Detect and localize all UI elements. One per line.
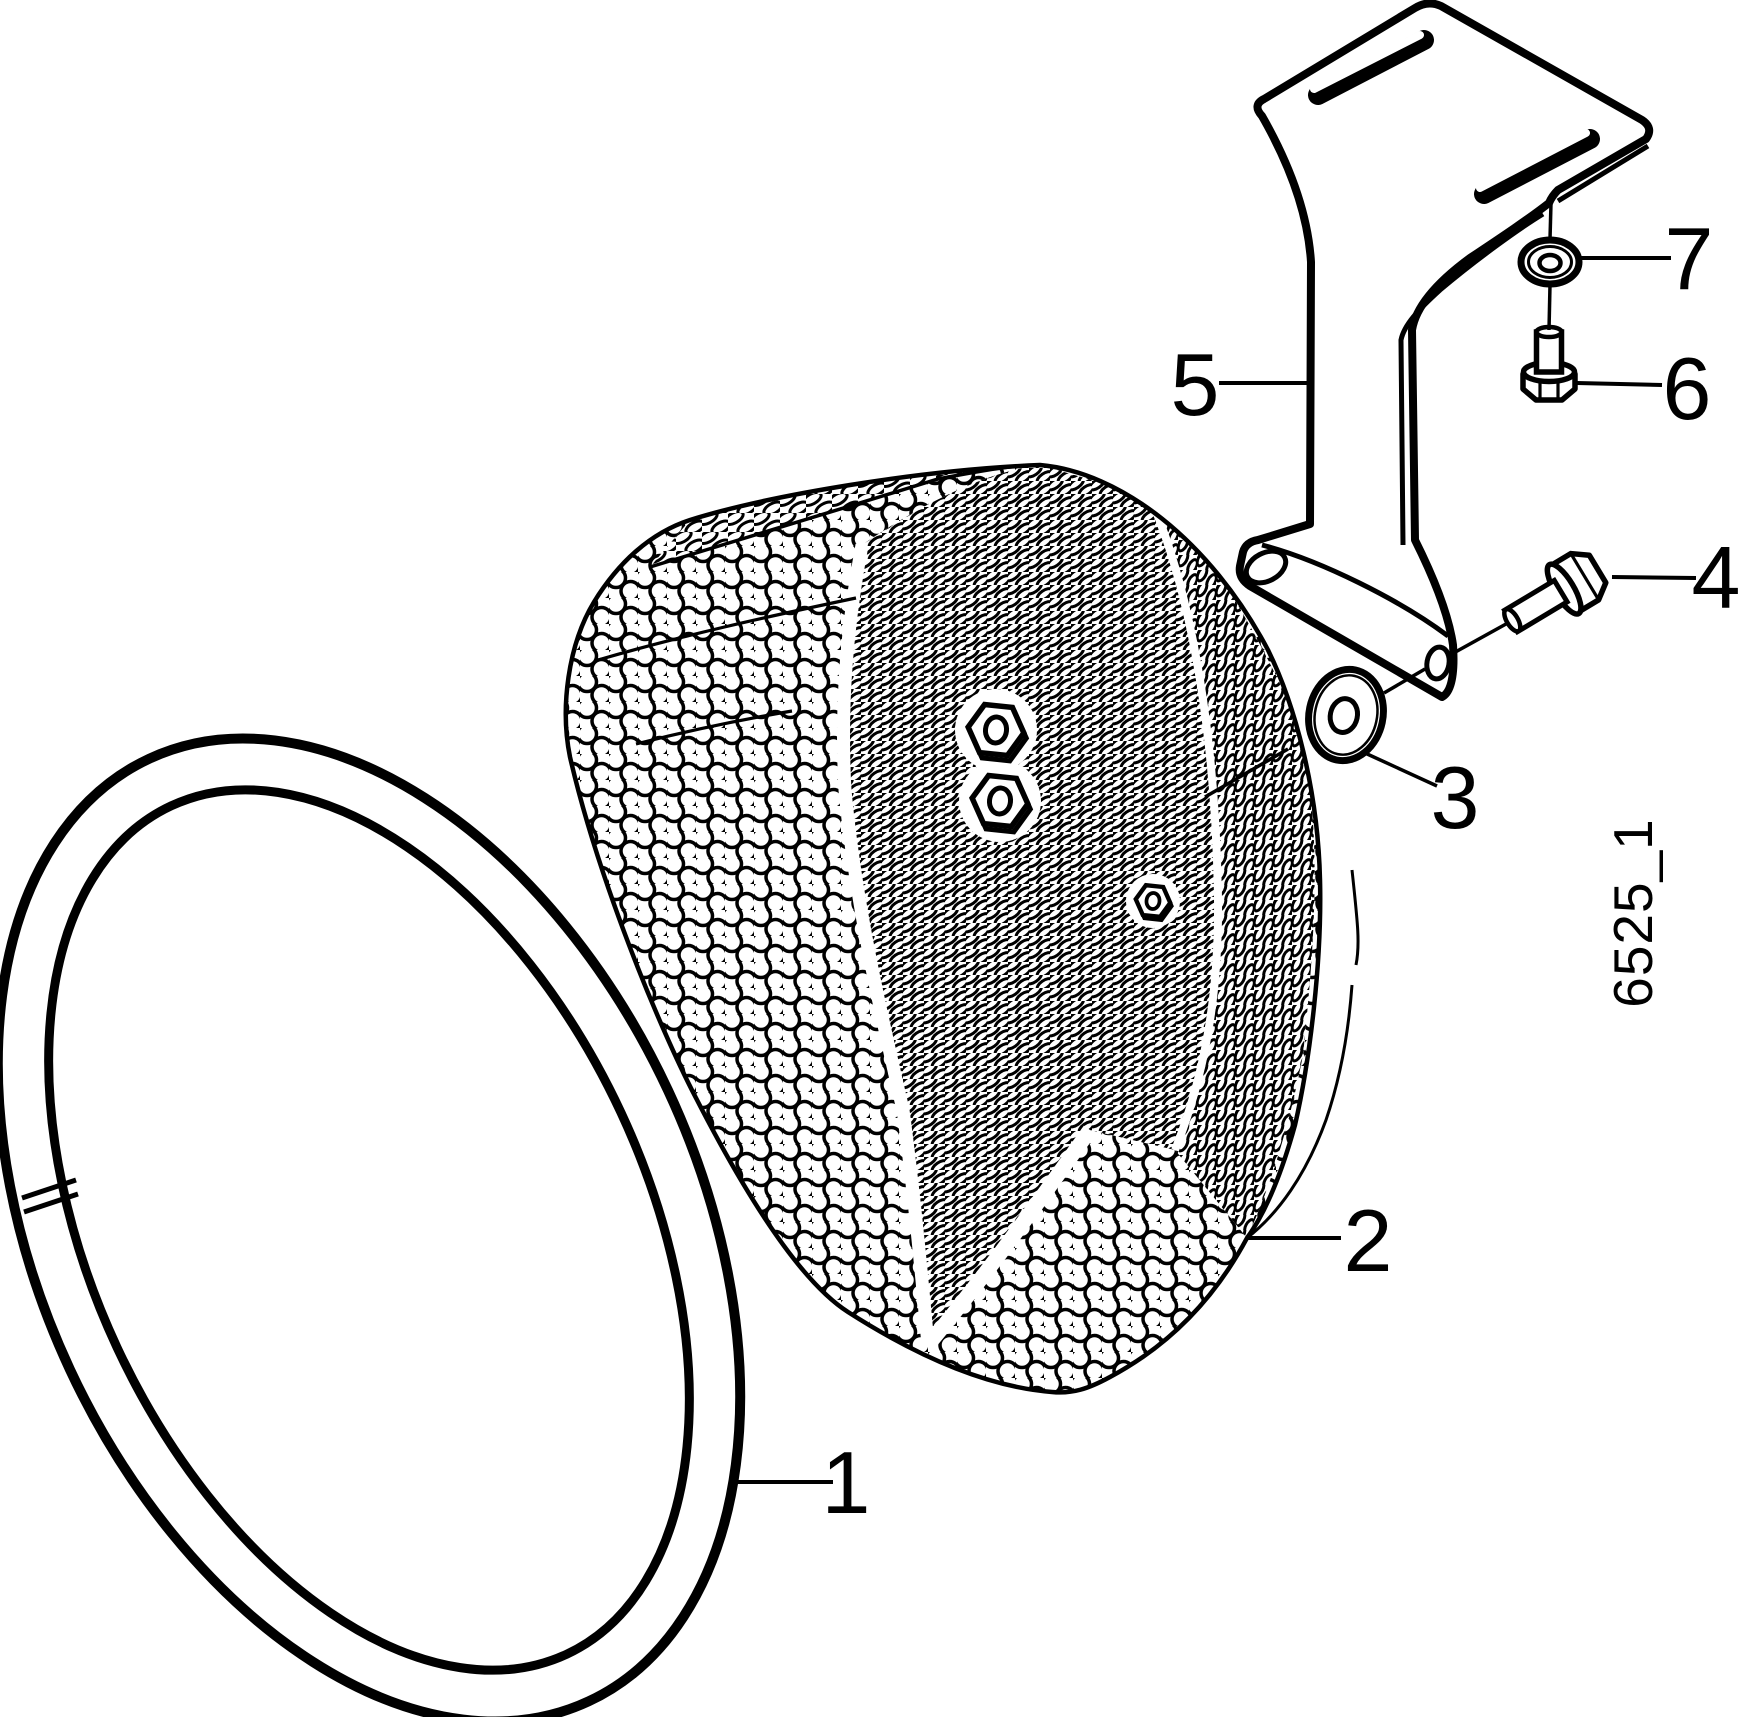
axis-bolt6	[1548, 202, 1553, 240]
dome-contour-arc	[635, 709, 793, 746]
callout-label-7: 7	[1665, 209, 1714, 308]
hex-bolt	[1520, 324, 1578, 403]
callout-label-2: 2	[1344, 1191, 1393, 1290]
callout-label-5: 5	[1171, 335, 1220, 434]
dome-contour-arc	[597, 596, 857, 662]
bracket-slot	[1474, 129, 1600, 204]
callout-3: 3	[1364, 748, 1480, 847]
washer-small	[1305, 665, 1387, 765]
bracket-foot-top-edge	[1261, 542, 1450, 639]
oring-joint-mark	[21, 1177, 79, 1215]
bracket-slot	[1308, 30, 1434, 105]
dome-seam-bottom	[922, 1125, 1097, 1350]
callout-2: 2	[1247, 1191, 1392, 1290]
axis-bolt4	[1383, 667, 1426, 695]
callouts: 1 2 3 4 5 6 7	[735, 209, 1740, 1532]
leader-line-3	[1364, 751, 1438, 788]
oring-gasket	[0, 733, 746, 1717]
dome-outline	[563, 462, 1323, 1395]
dome-rim-inner-edge	[649, 463, 1041, 569]
leader-line-4	[1611, 575, 1697, 580]
hex-nut-icon	[968, 772, 1034, 835]
callout-label-4: 4	[1692, 528, 1741, 627]
hex-nut-icon	[964, 701, 1030, 764]
assembly-axis-lines	[1204, 202, 1553, 799]
callout-label-6: 6	[1663, 339, 1712, 438]
mounting-bracket	[1235, 0, 1654, 701]
dome-rim-band	[650, 465, 1040, 567]
figure-code-watermark: 6525_1	[1602, 818, 1664, 1008]
hex-nut-icon	[1133, 882, 1174, 923]
dome-stud-nuts	[955, 689, 1180, 928]
axis-bolt4	[1204, 747, 1289, 799]
callout-7: 7	[1581, 209, 1713, 308]
leader-line-6	[1576, 381, 1663, 387]
bracket-edge-thickness	[1556, 143, 1650, 204]
oring-outer-edge	[0, 733, 746, 1717]
screen-dome	[563, 462, 1360, 1395]
callout-1: 1	[735, 1433, 870, 1532]
callout-label-3: 3	[1431, 748, 1480, 847]
bracket-outline	[1235, 0, 1654, 701]
bracket-foot-hole	[1243, 548, 1289, 586]
bracket-foot-hole	[1424, 644, 1452, 682]
oring-inner-edge	[44, 785, 694, 1675]
dome-right-segment	[1150, 497, 1315, 1238]
callout-6: 6	[1576, 339, 1712, 438]
callout-5: 5	[1171, 335, 1311, 434]
axis-bolt6	[1547, 284, 1552, 331]
callout-label-1: 1	[822, 1433, 871, 1532]
callout-4: 4	[1611, 528, 1741, 627]
dome-flange-arc	[1246, 984, 1354, 1240]
dome-center-segment	[843, 465, 1219, 1345]
dome-seam-left	[837, 543, 935, 1346]
bracket-leg-inner-edge	[1398, 211, 1545, 546]
dome-seam-right	[1146, 495, 1223, 1152]
flange-bolt	[1501, 550, 1609, 636]
flat-washer	[1517, 236, 1583, 288]
axis-bolt4	[1449, 622, 1507, 657]
dome-flange-arc	[1350, 869, 1360, 966]
